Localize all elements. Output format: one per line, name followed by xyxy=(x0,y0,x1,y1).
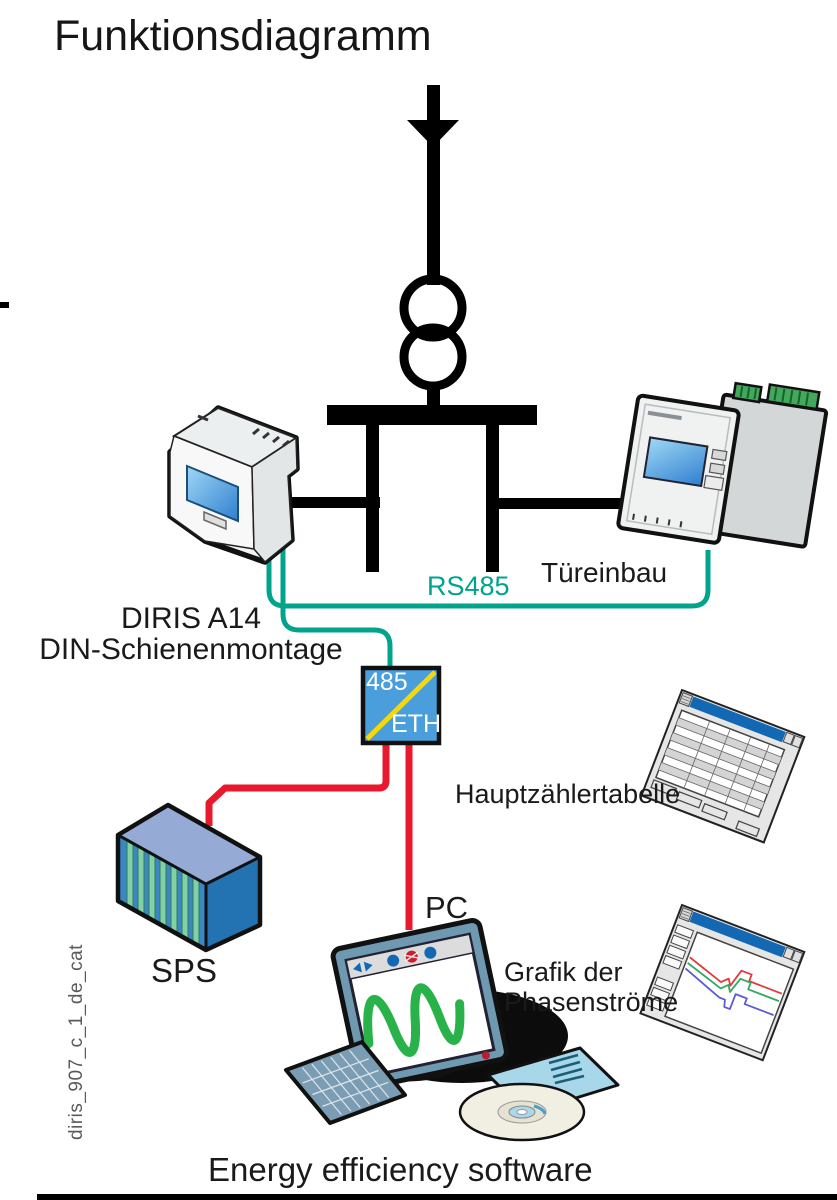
main-meter-table-caption: Hauptzählertabelle xyxy=(455,779,681,809)
feeder-left xyxy=(290,497,380,508)
rs485-wire xyxy=(266,545,711,668)
page-bottom-rule xyxy=(37,1194,837,1200)
minimize-button xyxy=(782,946,795,961)
maximize-button xyxy=(790,734,804,749)
din-rail-mounting-type: DIN-Schienenmontage xyxy=(39,633,343,666)
din-rail-device-label: DIRIS A14 DIN-Schienenmontage xyxy=(34,603,348,665)
minimize-button xyxy=(782,731,795,746)
table-grid xyxy=(654,709,786,818)
window-titlebar xyxy=(689,696,786,743)
arrow-down-icon xyxy=(407,120,459,147)
keyboard xyxy=(284,1040,407,1125)
phase-graph-caption-line2: Phasenströme xyxy=(504,987,679,1017)
panel-device xyxy=(616,381,829,549)
plc-label: SPS xyxy=(151,952,218,989)
sps-box xyxy=(115,802,263,953)
document-reference: diris_907_c_1_de_cat xyxy=(66,944,87,1140)
pc-label: PC xyxy=(425,890,469,925)
nav-icon xyxy=(387,954,400,967)
system-menu-icon xyxy=(678,691,694,708)
red-wires xyxy=(205,742,413,930)
phase-graph-caption-line1: Grafik der xyxy=(504,957,623,987)
transformer-icon xyxy=(399,274,467,391)
door-mount-label: Türeinbau xyxy=(541,557,668,588)
converter-port-eth-label: ETH xyxy=(391,710,441,738)
system-menu-icon xyxy=(678,906,694,923)
power-led xyxy=(481,1051,490,1060)
power-line xyxy=(407,85,459,411)
phase2-line xyxy=(687,962,780,1002)
phase1-line xyxy=(689,956,783,995)
phase3-line xyxy=(684,967,774,1016)
window-titlebar xyxy=(689,911,786,958)
page-title: Funktionsdiagramm xyxy=(54,12,432,60)
crop-tick xyxy=(0,302,9,308)
device-button xyxy=(203,510,227,531)
pc-monitor xyxy=(330,917,509,1091)
play-icon xyxy=(363,961,373,972)
rs485-bus-label: RS485 xyxy=(427,571,510,601)
back-icon xyxy=(353,962,362,973)
chart-window-thumbnail xyxy=(639,903,806,1062)
table-window-thumbnail xyxy=(640,688,806,844)
converter-box xyxy=(360,665,442,746)
sine-wave xyxy=(363,983,465,1057)
lcd-display xyxy=(186,464,239,523)
lcd-display xyxy=(642,436,709,488)
terminal-blocks xyxy=(731,381,821,411)
din-rail-device xyxy=(167,405,300,565)
converter-port-485-label: 485 xyxy=(366,668,408,696)
maximize-button xyxy=(790,949,804,964)
refresh-icon xyxy=(424,946,437,959)
red-wire-sps xyxy=(205,742,390,826)
din-rail-device-name: DIRIS A14 xyxy=(120,602,262,635)
busbar xyxy=(290,405,636,572)
software-caption: Energy efficiency software xyxy=(208,1151,593,1188)
toolbar-buttons xyxy=(646,924,695,1012)
phase-graph-caption: Grafik der Phasenströme xyxy=(504,957,678,1017)
cd-disc xyxy=(458,1082,586,1142)
feeder-right xyxy=(486,498,636,509)
